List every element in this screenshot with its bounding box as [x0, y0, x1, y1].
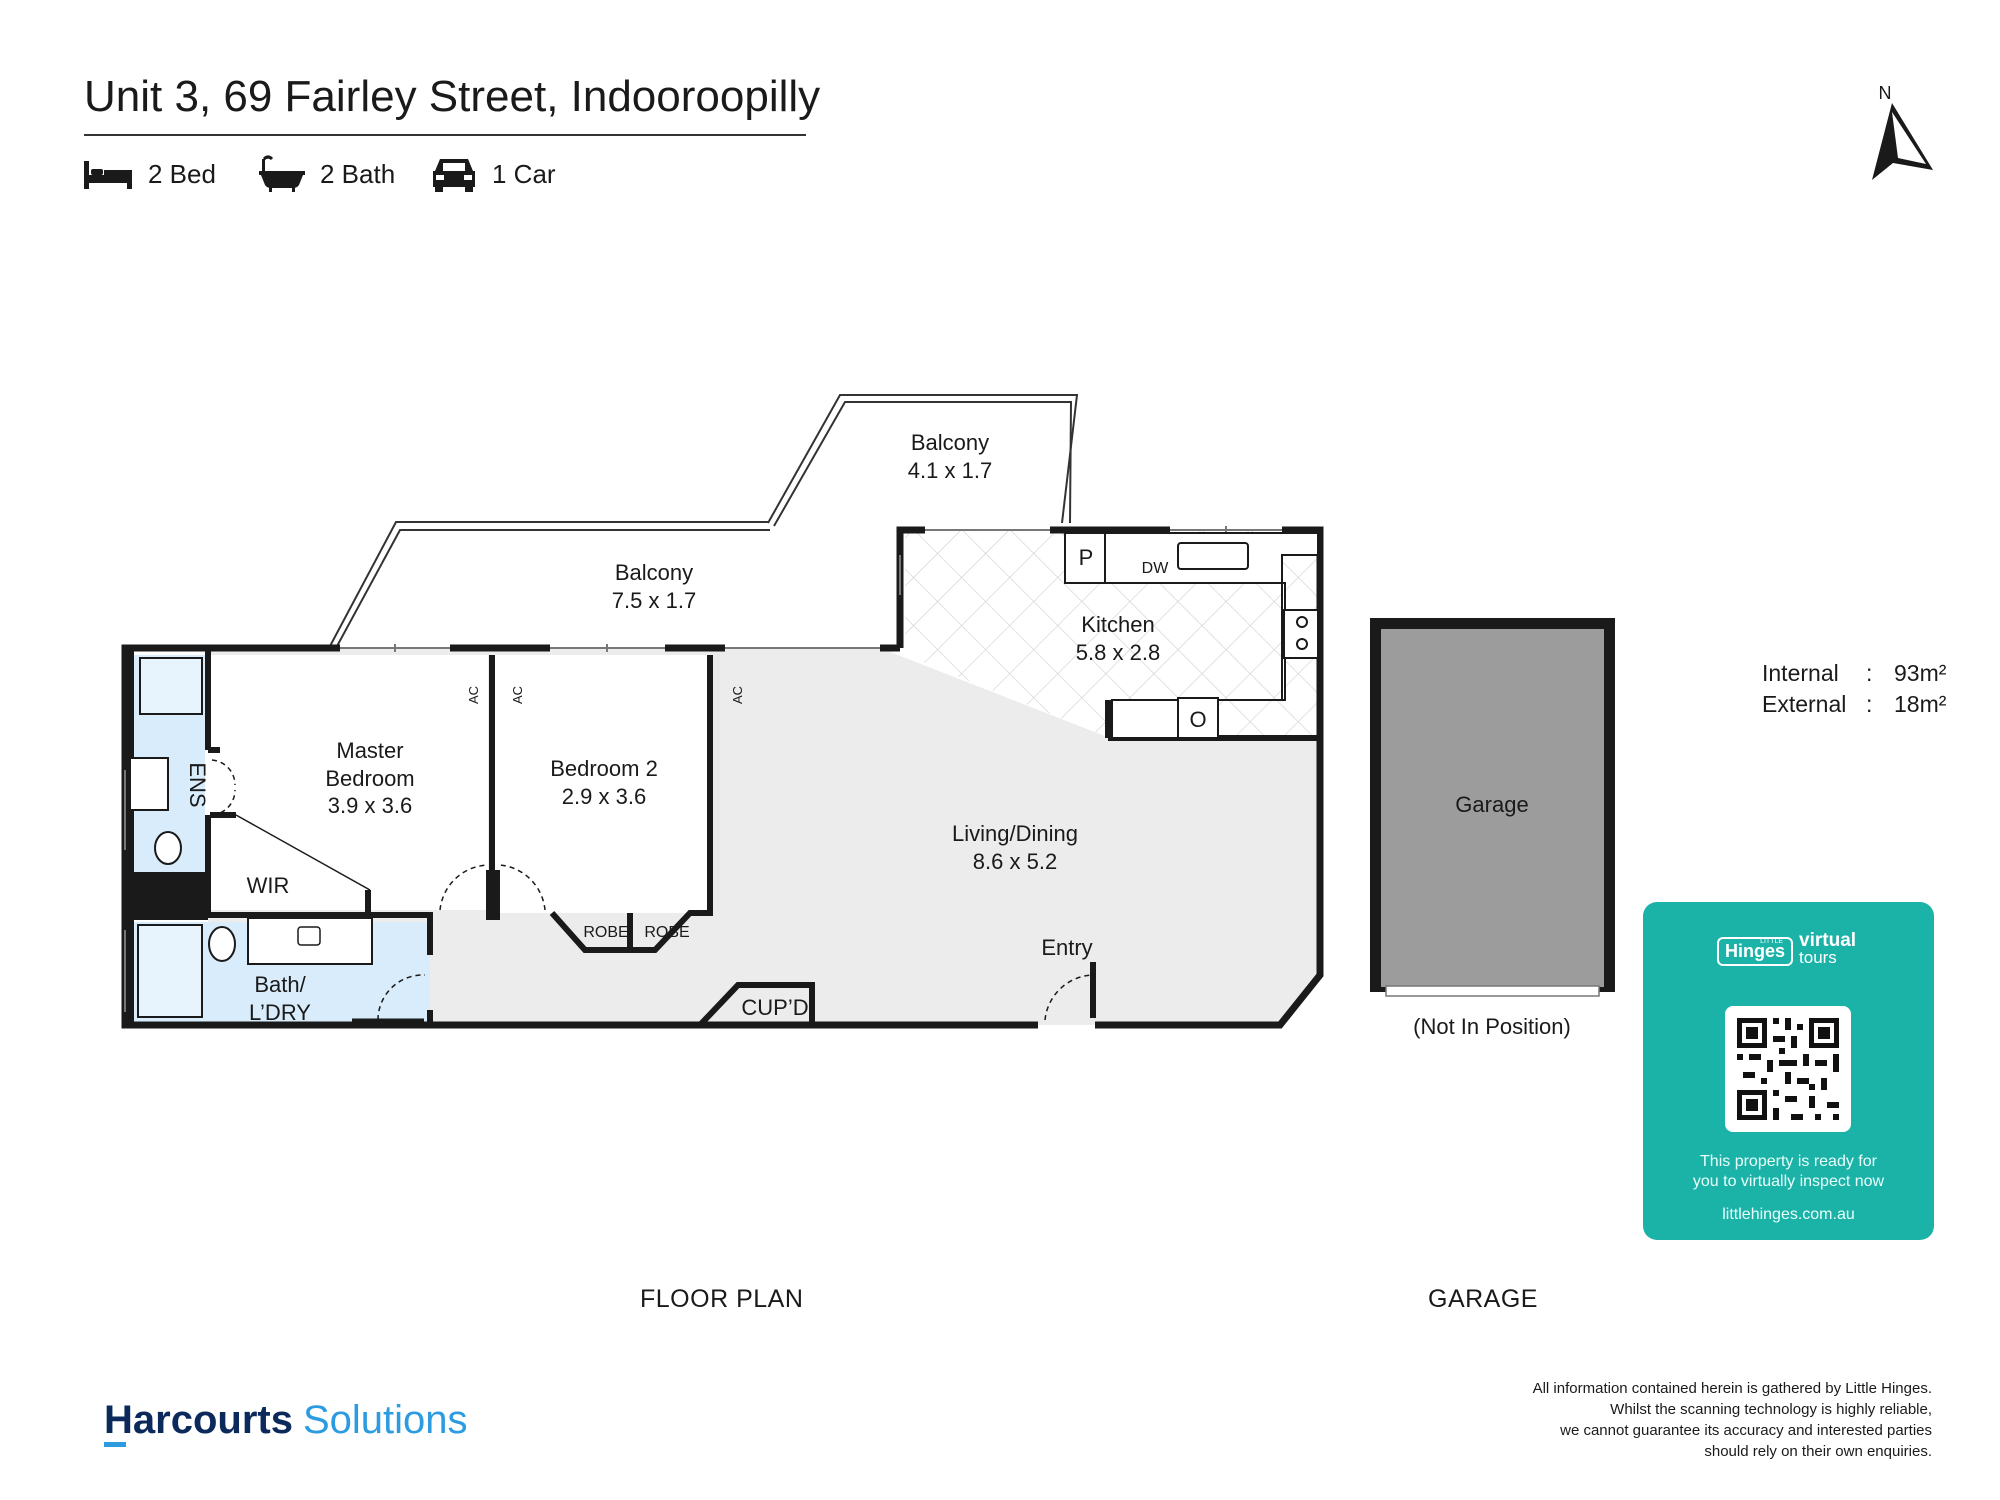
garage-note: (Not In Position)	[1413, 1014, 1571, 1039]
brand-suffix: Solutions	[302, 1398, 468, 1442]
bedroom2-floor	[495, 655, 710, 913]
west-wall-mid	[122, 872, 208, 920]
ens-label: ENS	[185, 762, 210, 807]
balcony-upper-outline	[767, 394, 1079, 524]
page-title: Unit 3, 69 Fairley Street, Indooroopilly	[84, 72, 821, 121]
ensuite-vanity	[129, 757, 169, 811]
little-hinges-logo: LITTLE Hinges virtual tours	[1717, 930, 1857, 967]
feature-car-label: 1 Car	[492, 158, 556, 189]
master-dims: 3.9 x 3.6	[328, 793, 412, 818]
bedroom2-dims: 2.9 x 3.6	[562, 784, 646, 809]
oven-label: O	[1189, 707, 1206, 732]
bath-line1: Bath/	[254, 972, 306, 997]
logo-virtual: virtual	[1799, 930, 1857, 951]
bath-shower	[137, 924, 203, 1018]
feature-bath-label: 2 Bath	[320, 158, 396, 189]
brand-accent-bar	[104, 1442, 126, 1447]
north-arrow: N	[1872, 83, 1933, 180]
bedroom-divider-stub	[486, 870, 500, 920]
wir-label: WIR	[247, 873, 290, 898]
garage-name: Garage	[1455, 792, 1528, 817]
logo-hinges: Hinges	[1725, 941, 1786, 961]
balcony-lower-outline-inner	[335, 529, 770, 649]
disclaimer-line: Whilst the scanning technology is highly…	[1610, 1401, 1932, 1418]
feature-bath: 2 Bath	[258, 154, 395, 194]
robe-label: ROBE	[644, 924, 689, 941]
balcony-lower-dims: 7.5 x 1.7	[612, 588, 696, 613]
floor-plan-caption: FLOOR PLAN	[640, 1285, 804, 1313]
balcony-lower-name: Balcony	[615, 560, 693, 585]
disclaimer-line: All information contained herein is gath…	[1532, 1380, 1932, 1397]
feature-bed: 2 Bed	[82, 154, 216, 194]
qr-code-icon	[1737, 1018, 1839, 1120]
area-summary: Internal : 93m² External : 18m²	[1762, 658, 1946, 720]
bath-line2: L’DRY	[249, 1000, 311, 1025]
area-external: External : 18m²	[1762, 689, 1946, 720]
kitchen-name: Kitchen	[1081, 612, 1154, 637]
title-underline	[84, 134, 806, 136]
virtual-tour-message: This property is ready for you to virtua…	[1643, 1152, 1934, 1192]
cooktop-burner	[1296, 638, 1308, 650]
area-value: 93m²	[1894, 660, 1947, 686]
virtual-tour-message-line: you to virtually inspect now	[1692, 1173, 1885, 1190]
west-wall-block	[122, 648, 134, 1028]
balcony-upper-name: Balcony	[911, 430, 989, 455]
bedroom2-name: Bedroom 2	[550, 756, 658, 781]
virtual-tour-url[interactable]: littlehinges.com.au	[1722, 1206, 1855, 1223]
dw-label: DW	[1142, 560, 1170, 577]
garage-floor	[1381, 629, 1604, 987]
area-label: External	[1762, 691, 1847, 717]
logo-little: LITTLE	[1760, 938, 1784, 945]
virtual-tour-card[interactable]: LITTLE Hinges virtual tours	[1643, 902, 1934, 1240]
disclaimer-line: we cannot guarantee its accuracy and int…	[1560, 1422, 1932, 1439]
entry-label: Entry	[1041, 935, 1092, 960]
bed-icon	[84, 161, 132, 189]
ac-label: AC	[466, 686, 481, 704]
master-line2: Bedroom	[325, 766, 414, 791]
bathtub-icon	[259, 155, 305, 192]
balcony-lower-outline	[328, 521, 768, 649]
garage-door	[1385, 985, 1600, 997]
area-internal: Internal : 93m²	[1762, 658, 1946, 689]
ac-label: AC	[730, 686, 745, 704]
area-separator: :	[1866, 660, 1873, 686]
master-line1: Master	[336, 738, 403, 763]
robe-label: ROBE	[583, 924, 628, 941]
kitchen-dims: 5.8 x 2.8	[1076, 640, 1160, 665]
garage-caption: GARAGE	[1428, 1285, 1538, 1313]
brand-name: Harcourts	[104, 1398, 293, 1442]
feature-car: 1 Car	[430, 154, 556, 194]
car-icon	[433, 159, 475, 192]
windows	[124, 526, 1282, 1012]
balcony-upper-outline-inner	[773, 401, 1073, 527]
living-name: Living/Dining	[952, 821, 1078, 846]
area-separator: :	[1866, 691, 1873, 717]
disclaimer-line: should rely on their own enquiries.	[1704, 1443, 1932, 1460]
disclaimer: All information contained herein is gath…	[1372, 1378, 1932, 1462]
ac-label: AC	[510, 686, 525, 704]
area-value: 18m²	[1894, 691, 1947, 717]
feature-bed-label: 2 Bed	[148, 158, 216, 189]
ensuite-shower	[139, 657, 203, 715]
cooktop-burner	[1296, 616, 1308, 628]
cupd-label: CUP’D	[741, 995, 808, 1020]
door-swings	[211, 759, 1093, 1021]
qr-code[interactable]	[1725, 1006, 1851, 1132]
logo-tours: tours	[1799, 948, 1837, 967]
pantry-label: P	[1079, 545, 1094, 570]
bath-basin	[297, 926, 321, 946]
north-label: N	[1879, 83, 1892, 103]
virtual-tour-message-line: This property is ready for	[1700, 1153, 1877, 1170]
balcony-upper-dims: 4.1 x 1.7	[908, 458, 992, 483]
bath-toilet	[208, 926, 236, 962]
area-label: Internal	[1762, 660, 1839, 686]
master-floor	[208, 655, 488, 910]
living-dims: 8.6 x 5.2	[973, 849, 1057, 874]
ensuite-toilet	[154, 831, 182, 865]
